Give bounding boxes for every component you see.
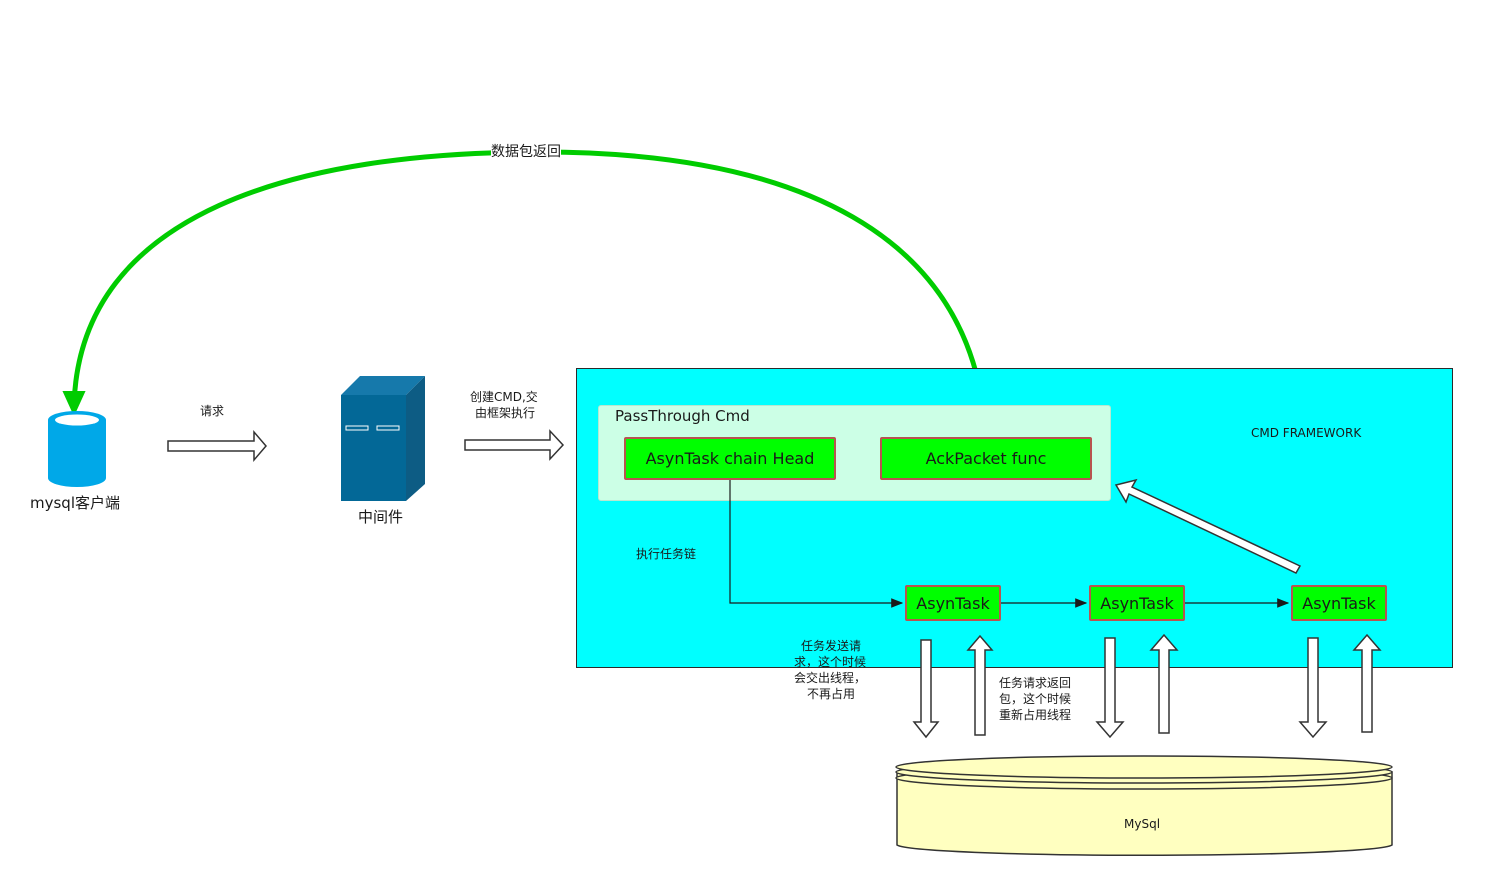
- database-client-icon: [48, 411, 106, 487]
- return-note-line2: 包，这个时候: [999, 692, 1072, 706]
- send-note-line4: 不再占用: [807, 687, 856, 701]
- chain-head-box: AsynTask chain Head: [624, 437, 836, 480]
- framework-label: CMD FRAMEWORK: [1251, 426, 1362, 440]
- create-cmd-label-line2: 由框架执行: [475, 406, 536, 420]
- send-note-line2: 求，这个时候: [794, 655, 867, 669]
- task3-to-ack-arrow-shape: [1114, 478, 1302, 574]
- create-cmd-arrow: [464, 429, 565, 461]
- task1-request-down-arrow: [912, 639, 940, 739]
- return-note-line3: 重新占用线程: [999, 708, 1072, 722]
- request-arrow: [167, 429, 267, 463]
- ack-func-label: AckPacket func: [925, 449, 1047, 468]
- create-cmd-label-line1: 创建CMD,交: [470, 390, 538, 404]
- ack-func-box: AckPacket func: [880, 437, 1092, 480]
- chain-head-label: AsynTask chain Head: [645, 449, 815, 468]
- mysql-label: MySql: [1124, 817, 1161, 831]
- send-note-line3: 会交出线程，: [794, 671, 867, 685]
- asyn-task-3: AsynTask: [1291, 585, 1387, 621]
- task1-response-up-arrow: [966, 634, 994, 736]
- request-label: 请求: [200, 404, 225, 418]
- middleware-label: 中间件: [358, 508, 404, 526]
- task3-response-up-arrow: [1352, 633, 1382, 733]
- asyn-task-3-label: AsynTask: [1302, 593, 1376, 613]
- asyn-task-2-label: AsynTask: [1100, 593, 1174, 613]
- return-note-line1: 任务请求返回: [999, 676, 1072, 690]
- task3-request-down-arrow: [1298, 637, 1328, 739]
- task2-request-down-arrow: [1095, 637, 1125, 739]
- chain-connector: [729, 480, 904, 608]
- client-label: mysql客户端: [30, 494, 120, 512]
- asyn-task-2: AsynTask: [1089, 585, 1185, 621]
- mysql-database-icon: [895, 755, 1393, 857]
- return-path-label: 数据包返回: [491, 144, 561, 160]
- passthrough-label: PassThrough Cmd: [615, 407, 750, 425]
- server-icon: [341, 376, 425, 501]
- send-note-line1: 任务发送请: [801, 639, 862, 653]
- return-arrowhead: [62, 391, 86, 417]
- asyn-task-1: AsynTask: [905, 585, 1001, 621]
- exec-chain-label: 执行任务链: [636, 547, 697, 561]
- task2-response-up-arrow: [1149, 633, 1179, 734]
- asyn-task-1-label: AsynTask: [916, 593, 990, 613]
